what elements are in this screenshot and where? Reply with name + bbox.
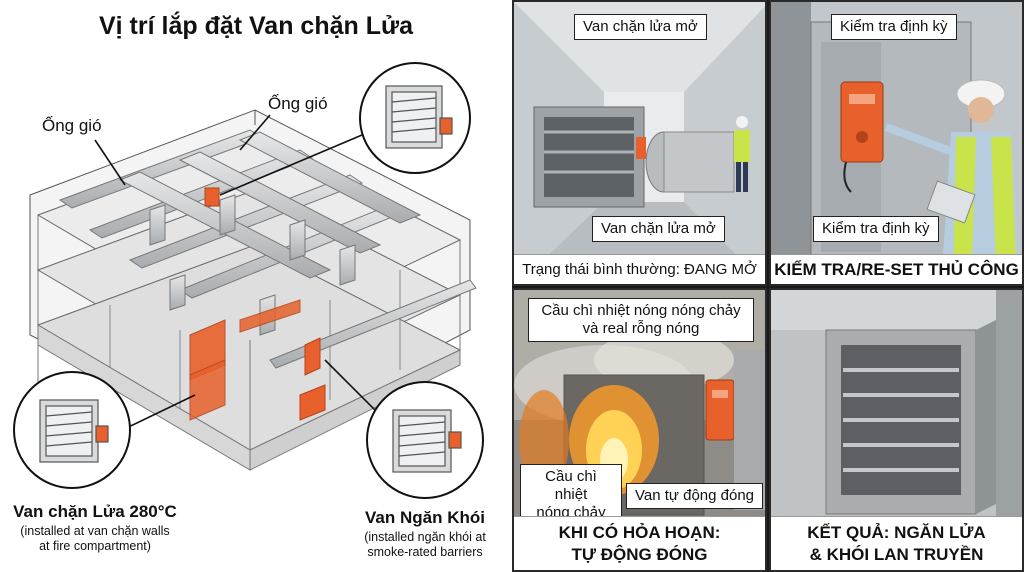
worker-figure (734, 116, 750, 192)
duct-label-left: Ống gió (42, 116, 102, 135)
callout-damper-open-bottom: Van chặn lửa mở (592, 216, 725, 242)
page-title: Vị trí lắp đặt Van chặn Lửa (98, 12, 413, 40)
panel-normal-open: Van chặn lửa mở Van chặn lửa mở Trạng th… (512, 0, 767, 286)
closed-blades (843, 368, 959, 472)
callout-auto-close: Van tự động đóng (626, 483, 764, 509)
panel-fire: Cầu chì nhiệt nóng nóng chảy và real rỗn… (512, 288, 767, 572)
duct-and-damper (533, 106, 735, 208)
installation-diagram: Vị trí lắp đặt Van chặn Lửa Ống gió Ống … (13, 12, 486, 559)
callout-damper-open-top: Van chặn lửa mở (574, 14, 707, 40)
callout-fuse-melt-line1: Cầu chì nhiệt nóng nóng chảy (541, 302, 741, 319)
inspector-figure (884, 79, 1021, 284)
callout-inspection-bottom: Kiểm tra định kỳ (813, 216, 939, 242)
inspection-illustration (771, 2, 1022, 284)
callout-fuse-melt-line2: và real rỗng nóng (582, 320, 700, 337)
caption-normal: Trạng thái bình thường: ĐANG MỞ (514, 254, 765, 284)
photo-panels: Van chặn lửa mở Van chặn lửa mở Trạng th… (512, 0, 1024, 572)
panel-inspection: Kiểm tra định kỳ Kiểm tra định kỳ KIỂM T… (769, 0, 1024, 286)
caption-result-line1: KẾT QUẢ: NGĂN LỬA (807, 523, 986, 542)
fire-damper-note-1: (installed at van chặn walls (20, 524, 170, 538)
actuator-box (840, 81, 884, 193)
callout-fuse-melt: Cầu chì nhiệt nóng nóng chảy và real rỗn… (528, 298, 754, 342)
callout-fuse-line1: Cầu chì nhiệt (545, 468, 597, 503)
smoke-damper-title: Van Ngăn Khói (365, 508, 485, 527)
caption-result-line2: & KHÓI LAN TRUYỀN (809, 545, 984, 564)
caption-inspection: KIỂM TRA/RE-SET THỦ CÔNG (771, 254, 1022, 284)
fire-damper-note-2: at fire compartment) (39, 539, 151, 553)
fire-walls (189, 187, 326, 421)
building-isometric (13, 62, 484, 499)
smoke-damper-note-2: smoke-rated barriers (367, 545, 483, 559)
fire-damper-title: Van chặn Lửa 280°C (13, 502, 177, 521)
caption-result: KẾT QUẢ: NGĂN LỬA & KHÓI LAN TRUYỀN (771, 516, 1022, 570)
duct-label-top: Ống gió (268, 94, 328, 113)
panel-result: KẾT QUẢ: NGĂN LỬA & KHÓI LAN TRUYỀN (769, 288, 1024, 572)
caption-fire-line1: KHI CÓ HỎA HOẠN: (558, 523, 721, 542)
damper-icons (39, 85, 462, 473)
smoke-damper-note-1: (installed ngăn khói at (364, 530, 486, 544)
caption-fire-line2: TỰ ĐỘNG ĐÓNG (571, 545, 708, 564)
caption-fire: KHI CÓ HỎA HOẠN: TỰ ĐỘNG ĐÓNG (514, 516, 765, 570)
corridor-illustration (514, 2, 765, 284)
callout-fuse: Cầu chì nhiệt nóng chảy (520, 464, 622, 526)
callout-inspection-top: Kiểm tra định kỳ (831, 14, 957, 40)
duct-network (58, 129, 477, 369)
